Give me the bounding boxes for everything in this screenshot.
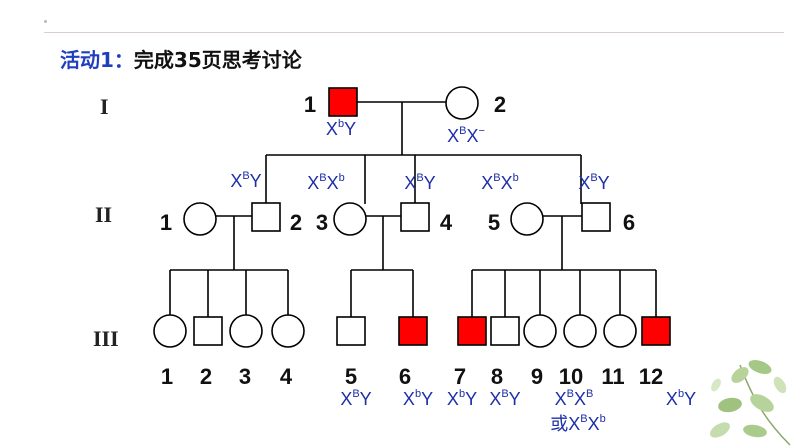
number-label-I2: 2 [493, 92, 507, 117]
number-label-III4: 4 [279, 364, 293, 389]
number-label-II5: 5 [487, 210, 501, 235]
number-label-III6: 6 [398, 364, 412, 389]
title-prefix: 活动1： [60, 48, 134, 72]
female-symbol-III1 [153, 314, 187, 348]
corner-dot [44, 20, 47, 23]
number-label-III7: 7 [453, 364, 467, 389]
genotype-label-I1: XbY [325, 118, 357, 139]
genotype-label-II2: XBY [230, 170, 262, 191]
leaf-decoration-icon [710, 360, 791, 446]
genotype-label-III7: XbY [446, 388, 478, 409]
generation-label-2: II [95, 202, 113, 227]
genotype-label-II6: XBY [578, 172, 610, 193]
number-label-III9: 9 [530, 364, 544, 389]
generation-label-1: I [100, 94, 109, 119]
number-label-III11: 11 [601, 364, 625, 389]
male-symbol-III7 [457, 316, 487, 346]
number-label-II1: 1 [159, 210, 173, 235]
female-symbol-III3 [229, 314, 263, 348]
number-label-III2: 2 [199, 364, 213, 389]
male-symbol-III12 [641, 316, 671, 346]
female-symbol-I2 [445, 86, 479, 120]
number-label-II4: 4 [439, 210, 453, 235]
male-symbol-III2 [193, 316, 223, 346]
genotype-alt-label-III10: 或XBXb [550, 413, 606, 434]
female-symbol-III4 [271, 314, 305, 348]
genotype-label-I2: XBX− [447, 125, 485, 146]
female-symbol-II3 [333, 202, 367, 236]
number-label-II2: 2 [289, 210, 303, 235]
title-text: 完成35页思考讨论 [133, 48, 302, 72]
number-label-II3: 3 [315, 210, 329, 235]
male-symbol-II4 [400, 202, 430, 232]
number-label-III3: 3 [238, 364, 252, 389]
male-symbol-I1 [328, 87, 358, 117]
female-symbol-III11 [603, 314, 637, 348]
male-symbol-III8 [490, 316, 520, 346]
number-label-III5: 5 [344, 364, 358, 389]
page-title: 活动1：完成35页思考讨论 [60, 44, 302, 73]
header-divider [44, 32, 784, 33]
number-label-III12: 12 [638, 364, 664, 389]
female-symbol-III9 [523, 314, 557, 348]
genotype-label-II5: XBXb [481, 172, 519, 193]
number-label-III10: 10 [558, 364, 584, 389]
male-symbol-III5 [336, 316, 366, 346]
genotype-label-III10: XBXB [554, 388, 594, 409]
generation-label-3: III [93, 326, 119, 351]
female-symbol-II1 [183, 202, 217, 236]
female-symbol-II5 [510, 202, 544, 236]
genotype-label-II3: XBXb [307, 172, 345, 193]
male-symbol-III6 [398, 316, 428, 346]
genotype-label-III12: XbY [665, 388, 697, 409]
number-label-III8: 8 [490, 364, 504, 389]
male-symbol-II6 [581, 202, 611, 232]
number-label-I1: 1 [303, 92, 317, 117]
number-label-II6: 6 [622, 210, 636, 235]
genotype-label-II4: XBY [404, 172, 436, 193]
female-symbol-III10 [563, 314, 597, 348]
male-symbol-II2 [251, 202, 281, 232]
genotype-label-III5: XBY [340, 388, 372, 409]
genotype-label-III6: XbY [402, 388, 434, 409]
genotype-label-III8: XBY [489, 388, 521, 409]
number-label-III1: 1 [160, 364, 174, 389]
